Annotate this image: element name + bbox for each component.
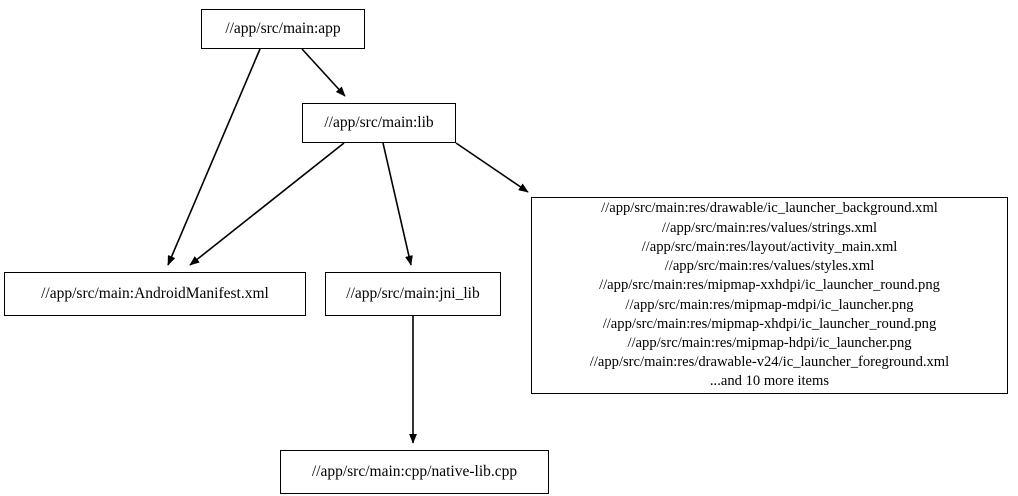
edge-app-to-lib [301, 48, 346, 97]
node-native-lib-cpp-label: //app/src/main:cpp/native-lib.cpp [311, 463, 518, 481]
node-android-manifest-label: //app/src/main:AndroidManifest.xml [41, 285, 269, 303]
edge-app-to-manifest [167, 48, 261, 266]
node-resources[interactable]: //app/src/main:res/drawable/ic_launcher_… [531, 197, 1008, 394]
edge-lib-to-manifest [189, 142, 345, 266]
node-lib-label: //app/src/main:lib [324, 114, 434, 132]
node-resources-label: //app/src/main:res/drawable/ic_launcher_… [589, 200, 950, 390]
node-jni-lib[interactable]: //app/src/main:jni_lib [325, 272, 501, 316]
edge-lib-to-resources [455, 142, 529, 193]
node-jni-lib-label: //app/src/main:jni_lib [346, 285, 480, 303]
edge-lib-to-jni-lib [382, 142, 413, 266]
node-native-lib-cpp[interactable]: //app/src/main:cpp/native-lib.cpp [280, 450, 549, 494]
node-lib[interactable]: //app/src/main:lib [302, 103, 456, 143]
node-app-label: //app/src/main:app [225, 20, 341, 38]
node-android-manifest[interactable]: //app/src/main:AndroidManifest.xml [4, 272, 306, 316]
node-app[interactable]: //app/src/main:app [201, 9, 365, 49]
